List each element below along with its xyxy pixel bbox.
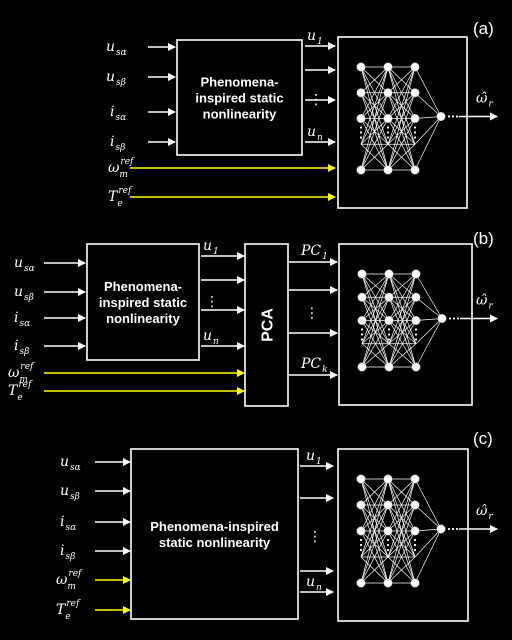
block-text-line: Phenomena-: [104, 279, 182, 294]
speed-estimate-label: ω̂r: [476, 91, 493, 110]
pca-output-label: PC1: [300, 243, 328, 262]
input-label: usβ: [60, 483, 80, 502]
block-output-label: un: [306, 574, 322, 593]
neural-network-icon: [357, 269, 460, 372]
pca-label: PCA: [260, 308, 277, 342]
block-output-label: u1: [306, 448, 322, 467]
neural-network-icon: [356, 474, 459, 588]
input-label: isβ: [14, 338, 29, 357]
block-text-line: static nonlinearity: [159, 535, 271, 550]
pca-output-label: PCk: [300, 356, 328, 375]
block-output-label: un: [203, 328, 219, 347]
nonlinearity-block: [130, 448, 299, 620]
panel-label: (c): [473, 429, 493, 448]
ellipsis: ⋮: [308, 529, 322, 545]
input-label: usβ: [106, 69, 126, 88]
nonlinearity-block: [86, 243, 200, 361]
panel-label: (b): [473, 229, 494, 248]
block-text-line: nonlinearity: [106, 311, 180, 326]
input-label: isβ: [110, 134, 125, 153]
input-label: usα: [14, 255, 35, 274]
neural-network-icon: [356, 62, 459, 175]
block-output-label: u1: [203, 238, 219, 257]
neural-network-block: [337, 448, 469, 622]
panel-label: (a): [473, 19, 494, 38]
speed-estimate-label: ω̂r: [476, 503, 493, 522]
block-text-line: Phenomena-: [200, 75, 278, 90]
input-label: isβ: [60, 543, 75, 562]
block-text-line: inspired static: [195, 91, 283, 106]
input-label: usα: [106, 39, 127, 58]
panel-a: (a) Phenomena-inspired staticnonlinearity…: [106, 19, 498, 209]
block-text-line: nonlinearity: [203, 107, 277, 122]
ellipsis: ⋮: [305, 306, 319, 322]
pca-block: [244, 243, 289, 407]
input-label: usβ: [14, 284, 34, 303]
block-text-line: inspired static: [99, 295, 187, 310]
input-label: isα: [60, 514, 76, 533]
input-label: usα: [60, 454, 81, 473]
input-label: isα: [14, 310, 30, 329]
block-output-label: un: [307, 124, 323, 143]
panel-b: (b) Phenomena-inspired staticnonlinearity…: [8, 229, 498, 407]
nonlinearity-block: [176, 39, 303, 156]
ellipsis: ⋮: [205, 294, 219, 310]
speed-estimate-label: ω̂r: [476, 293, 493, 312]
ellipsis: ⋮: [309, 92, 323, 108]
block-output-label: u1: [307, 28, 323, 47]
input-label: isα: [110, 104, 126, 123]
block-text-line: Phenomena-inspired: [150, 519, 279, 534]
